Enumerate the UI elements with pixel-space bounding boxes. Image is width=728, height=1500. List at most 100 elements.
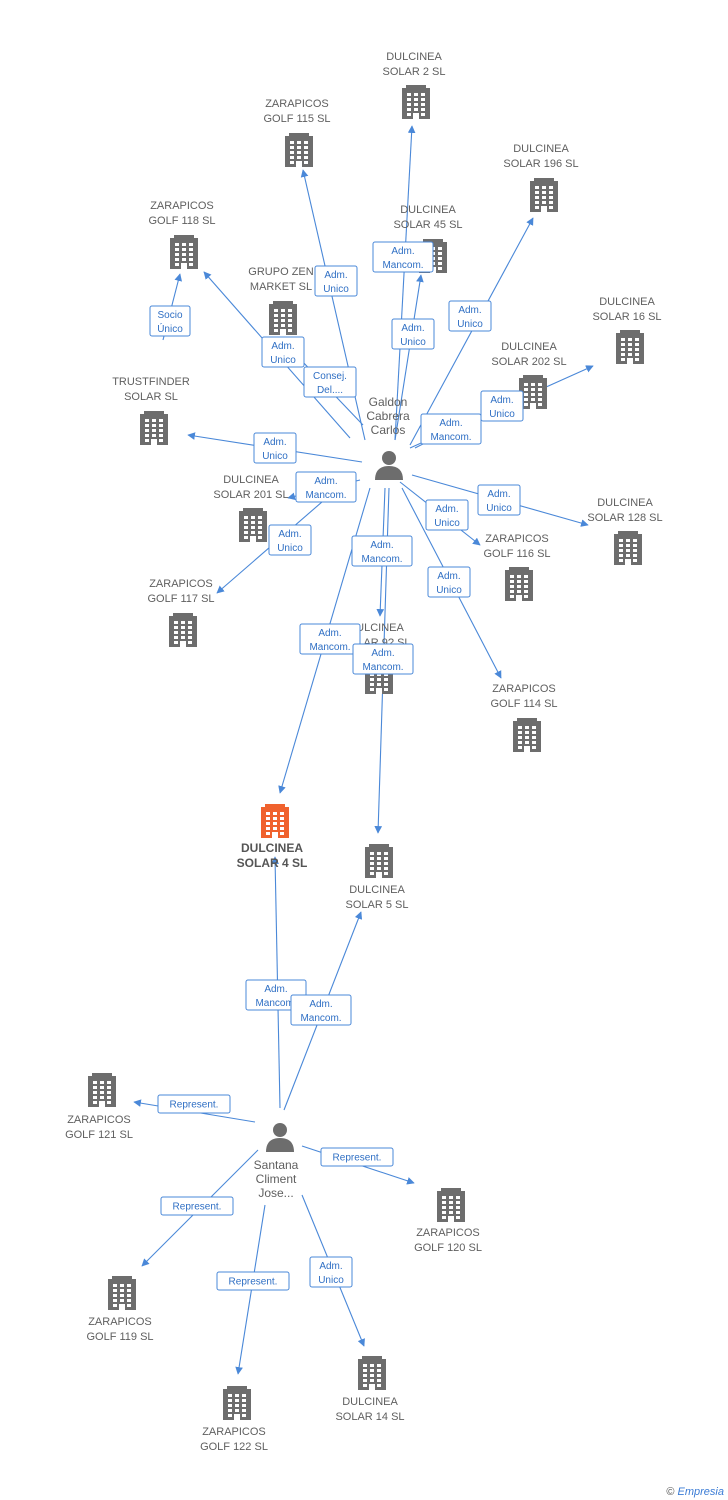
company-label[interactable]: GOLF 116 SL (483, 548, 550, 560)
relation-label[interactable]: Adm.Unico (391, 318, 435, 350)
person-icon[interactable] (375, 451, 403, 480)
company-label[interactable]: DULCINEA (597, 497, 653, 509)
company-label[interactable]: DULCINEA (386, 51, 442, 63)
company-icon[interactable] (108, 1276, 136, 1310)
company-label[interactable]: DULCINEA (223, 474, 279, 486)
relation-label[interactable]: Represent. (216, 1271, 290, 1291)
company-icon[interactable] (365, 844, 393, 878)
person-label[interactable]: Santana (254, 1158, 299, 1172)
company-label[interactable]: ZARAPICOS (492, 683, 556, 695)
copyright-icon: © (666, 1486, 675, 1498)
relation-label[interactable]: Adm.Mancom. (299, 623, 361, 655)
company-icon[interactable] (437, 1188, 465, 1222)
company-label[interactable]: DULCINEA (513, 143, 569, 155)
company-label[interactable]: SOLAR 128 SL (587, 512, 662, 524)
person-label[interactable]: Carlos (371, 423, 406, 437)
relation-label[interactable]: Adm.Mancom. (351, 535, 413, 567)
company-label[interactable]: ZARAPICOS (416, 1227, 480, 1239)
company-icon[interactable] (530, 178, 558, 212)
company-icon[interactable] (505, 567, 533, 601)
company-icon[interactable] (88, 1073, 116, 1107)
company-label[interactable]: SOLAR 202 SL (491, 356, 566, 368)
relation-label[interactable]: Adm.Mancom. (295, 471, 357, 503)
company-label[interactable]: GOLF 117 SL (147, 593, 214, 605)
relation-label[interactable]: Consej.Del.... (303, 366, 357, 398)
company-label[interactable]: ZARAPICOS (150, 200, 214, 212)
company-label[interactable]: ZARAPICOS (67, 1114, 131, 1126)
company-label[interactable]: GOLF 120 SL (414, 1242, 482, 1254)
relation-label-text: Adm. (458, 305, 481, 316)
company-label[interactable]: SOLAR 4 SL (237, 856, 308, 870)
person-label[interactable]: Jose... (258, 1186, 293, 1200)
relation-label[interactable]: Represent. (320, 1147, 394, 1167)
company-label[interactable]: SOLAR 45 SL (393, 219, 462, 231)
company-label[interactable]: GOLF 115 SL (263, 113, 330, 125)
company-label[interactable]: SOLAR 14 SL (335, 1411, 404, 1423)
company-label[interactable]: DULCINEA (241, 841, 303, 855)
company-label[interactable]: ZARAPICOS (202, 1426, 266, 1438)
relation-label[interactable]: Adm.Mancom. (352, 643, 414, 675)
relation-label[interactable]: Adm.Unico (261, 336, 305, 368)
company-icon[interactable] (519, 375, 547, 409)
company-label[interactable]: SOLAR 2 SL (383, 66, 446, 78)
relation-label[interactable]: Adm.Unico (480, 390, 524, 422)
company-label[interactable]: SOLAR SL (124, 391, 178, 403)
company-label[interactable]: GOLF 118 SL (148, 215, 215, 227)
footer-credit[interactable]: ©Empresia (666, 1486, 724, 1498)
company-label[interactable]: DULCINEA (348, 622, 404, 634)
company-label[interactable]: DULCINEA (599, 296, 655, 308)
company-icon[interactable] (140, 411, 168, 445)
company-label[interactable]: ZARAPICOS (88, 1316, 152, 1328)
relation-label[interactable]: Adm.Mancom. (420, 413, 482, 445)
company-label[interactable]: DULCINEA (400, 204, 456, 216)
focus-company-icon[interactable] (261, 804, 289, 838)
company-label[interactable]: DULCINEA (342, 1396, 398, 1408)
company-label[interactable]: GRUPO ZEN (248, 266, 313, 278)
company-icon[interactable] (614, 531, 642, 565)
company-label[interactable]: SOLAR 5 SL (346, 899, 409, 911)
company-label[interactable]: DULCINEA (349, 884, 405, 896)
company-label[interactable]: TRUSTFINDER (112, 376, 190, 388)
company-icon[interactable] (616, 330, 644, 364)
company-label[interactable]: SOLAR 201 SL (213, 489, 288, 501)
company-label[interactable]: DULCINEA (501, 341, 557, 353)
company-icon[interactable] (170, 235, 198, 269)
relation-label[interactable]: Adm.Unico (477, 484, 521, 516)
company-label[interactable]: GOLF 119 SL (86, 1331, 153, 1343)
relation-label[interactable]: Adm.Unico (448, 300, 492, 332)
edge-galdon-dulcinea_solar_45 (394, 274, 424, 441)
relation-label[interactable]: Adm.Unico (314, 265, 358, 297)
person-label[interactable]: Galdon (369, 395, 408, 409)
relation-label[interactable]: Represent. (160, 1196, 234, 1216)
company-icon[interactable] (223, 1386, 251, 1420)
company-icon[interactable] (402, 85, 430, 119)
company-label[interactable]: GOLF 114 SL (490, 698, 557, 710)
company-icon[interactable] (169, 613, 197, 647)
relation-label[interactable]: Adm.Mancom. (372, 241, 434, 273)
company-label[interactable]: ZARAPICOS (149, 578, 213, 590)
person-label[interactable]: Climent (256, 1172, 297, 1186)
company-label[interactable]: SOLAR 196 SL (503, 158, 578, 170)
company-icon[interactable] (513, 718, 541, 752)
company-label[interactable]: ZARAPICOS (265, 98, 329, 110)
company-icon[interactable] (269, 301, 297, 335)
company-icon[interactable] (239, 508, 267, 542)
company-label[interactable]: GOLF 122 SL (200, 1441, 268, 1453)
relation-label[interactable]: Adm.Unico (309, 1256, 353, 1288)
company-label[interactable]: MARKET SL (250, 281, 312, 293)
person-label[interactable]: Cabrera (366, 409, 410, 423)
relation-label[interactable]: Adm.Mancom. (290, 994, 352, 1026)
company-label[interactable]: ZARAPICOS (485, 533, 549, 545)
company-label[interactable]: GOLF 121 SL (65, 1129, 133, 1141)
company-icon[interactable] (358, 1356, 386, 1390)
relation-label-text: Adm. (370, 540, 393, 551)
relation-label[interactable]: Adm.Unico (253, 432, 297, 464)
person-icon[interactable] (266, 1123, 294, 1152)
company-icon[interactable] (285, 133, 313, 167)
relation-label[interactable]: Adm.Unico (427, 566, 471, 598)
relation-label[interactable]: Represent. (157, 1094, 231, 1114)
company-label[interactable]: SOLAR 16 SL (592, 311, 661, 323)
relation-label[interactable]: Adm.Unico (268, 524, 312, 556)
relation-label[interactable]: Adm.Unico (425, 499, 469, 531)
